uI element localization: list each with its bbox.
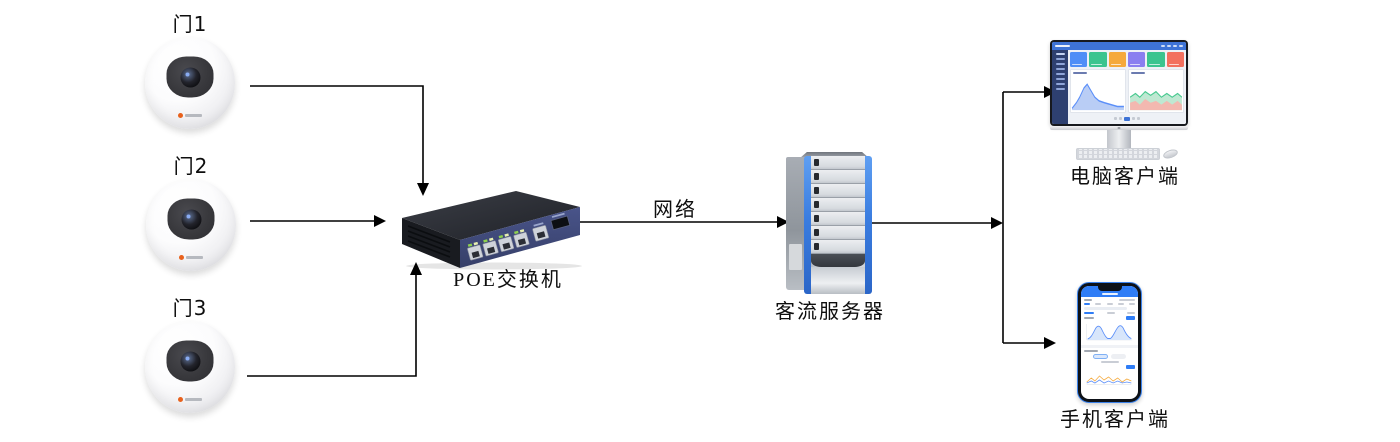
arrowhead-into-switch-bottom [410, 262, 422, 275]
camera-lens-panel [166, 56, 214, 98]
camera-brand-logo [178, 397, 202, 402]
dashboard-sidebar [1052, 50, 1068, 124]
keyboard-icon [1076, 148, 1160, 160]
phone-multi-line-chart [1086, 375, 1132, 385]
camera-lens-panel [166, 340, 214, 382]
server-drive-bays [811, 156, 865, 294]
arrowhead-into-switch-top [417, 183, 429, 196]
phone-pill-selected [1093, 354, 1108, 359]
dashboard-stat-cards [1070, 52, 1184, 67]
uplink-port [532, 222, 549, 242]
monitor-chin [1050, 126, 1188, 130]
server-bottom-lip [811, 267, 865, 294]
camera-lens-panel [167, 198, 215, 240]
mobile-client-icon [1077, 282, 1142, 403]
mobile-client-label: 手机客户端 [1060, 409, 1170, 431]
pc-client-label: 电脑客户端 [1070, 166, 1180, 188]
phone-app-header [1081, 286, 1138, 297]
camera1-icon [145, 37, 235, 129]
camera-brand-logo [178, 113, 202, 118]
server-side-vent [789, 244, 802, 270]
phone-button [1126, 365, 1135, 369]
arrowhead-into-switch-left [374, 215, 386, 227]
server-icon [786, 152, 872, 294]
camera-brand-logo [179, 255, 203, 260]
dashboard-area-chart-left [1070, 69, 1126, 113]
poe-switch-icon [402, 191, 582, 270]
rj45-ports [467, 232, 530, 261]
camera3-label: 门3 [172, 296, 208, 320]
dashboard-ui [1052, 42, 1186, 124]
monitor-screen [1050, 40, 1188, 126]
phone-button [1126, 316, 1135, 320]
phone-app-body [1081, 297, 1138, 399]
phone-notch [1097, 286, 1122, 291]
server-side-face [786, 157, 806, 290]
phone-pill [1111, 354, 1126, 359]
server-label: 客流服务器 [775, 301, 885, 323]
switch-ports [467, 212, 571, 261]
phone-screen [1081, 286, 1138, 399]
poe-switch-label: POE交换机 [453, 269, 563, 291]
pc-client-icon [1050, 40, 1188, 160]
camera1-label: 门1 [172, 12, 208, 36]
camera-lens-icon [181, 209, 201, 230]
camera2-icon [146, 179, 236, 271]
poe-port-leds [467, 229, 525, 247]
network-edge-label: 网络 [653, 199, 697, 221]
phone-line-chart [1086, 324, 1133, 341]
dashboard-topbar [1052, 42, 1186, 50]
camera2-label: 门2 [173, 154, 209, 178]
sfp-slot [550, 212, 571, 231]
arrowhead-into-phone [1044, 337, 1056, 349]
camera3-icon [145, 321, 235, 413]
camera-lens-icon [180, 351, 200, 372]
arrowhead-into-junction [991, 217, 1003, 229]
server-top-face [800, 152, 869, 158]
server-blue-rail [865, 156, 872, 294]
server-bottom-band [811, 254, 865, 267]
phone-tab-row [1084, 303, 1135, 305]
connector-camera3-to-switch [247, 274, 417, 377]
server-front-face [804, 156, 872, 294]
camera-lens-icon [180, 67, 200, 88]
connector-camera1-to-switch [250, 85, 424, 184]
arrowhead-into-server [777, 216, 789, 228]
dashboard-pagination [1070, 115, 1184, 122]
dashboard-area-chart-right [1128, 69, 1184, 113]
server-blue-rail [804, 156, 811, 294]
